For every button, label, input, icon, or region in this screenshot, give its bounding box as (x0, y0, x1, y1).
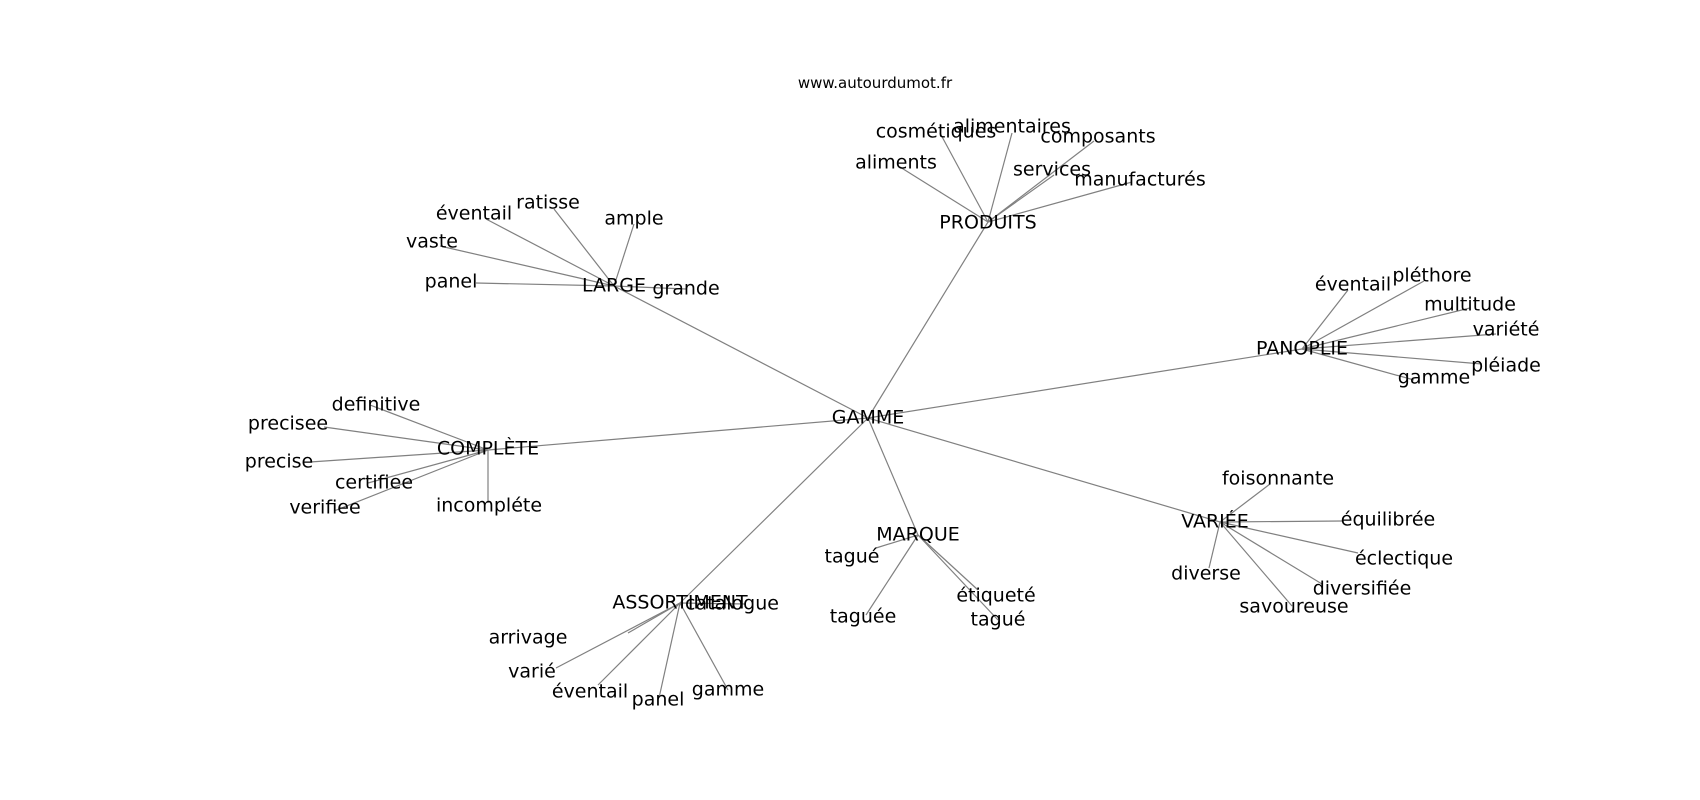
leaf-node-complete-precise[interactable]: precise (245, 451, 313, 473)
root-node-label[interactable]: GAMME (832, 407, 905, 429)
edge-panoplie-plethore (1301, 280, 1425, 350)
edge-large-ample (613, 223, 635, 287)
edge-variee-diversifiee (1219, 521, 1323, 585)
edge-root-complete (487, 417, 869, 451)
hub-node-marque[interactable]: MARQUE (876, 524, 959, 546)
edge-marque-taguee (865, 534, 919, 616)
leaf-node-variee-foisonnante[interactable]: foisonnante (1222, 468, 1334, 490)
edge-marque-tague (917, 534, 999, 621)
edge-complete-verifiee (333, 449, 489, 512)
edge-root-variee (867, 417, 1221, 523)
leaf-node-variee-savoureuse[interactable]: savoureuse (1239, 596, 1348, 618)
leaf-node-complete-precisee[interactable]: precisee (248, 413, 328, 435)
edge-assortiment-varie (555, 602, 681, 669)
leaf-node-variee-diversifiee[interactable]: diversifiée (1313, 578, 1412, 600)
leaf-node-variee-eclectique[interactable]: éclectique (1355, 548, 1453, 570)
leaf-node-marque-taguee[interactable]: taguée (830, 606, 897, 628)
edge-assortiment-gamme (679, 602, 729, 691)
edge-root-produits (867, 221, 989, 419)
labels-layer: GAMME PRODUITS cosmétiquesalimentairescomp… (245, 116, 1541, 711)
edge-variee-savoureuse (1219, 521, 1293, 607)
hub-node-panoplie[interactable]: PANOPLIE (1256, 338, 1348, 360)
edge-variee-eclectique (1219, 521, 1359, 554)
leaf-node-variee-diverse[interactable]: diverse (1171, 563, 1241, 585)
edge-panoplie-multitude (1301, 307, 1471, 350)
edge-variee-equilibree (1219, 520, 1343, 523)
leaf-node-marque-etiquete[interactable]: étiqueté (956, 585, 1035, 607)
edge-panoplie-eventail (1301, 289, 1349, 350)
leaf-node-panoplie-pleiade[interactable]: pléiade (1471, 355, 1541, 377)
edge-assortiment-eventail (597, 602, 681, 686)
hub-node-variee[interactable]: VARIÉE (1181, 510, 1249, 533)
edge-root-marque (867, 417, 919, 536)
edge-root-large (613, 285, 869, 419)
edge-produits-cosmetiques (939, 132, 989, 223)
edge-produits-alimentaires (987, 132, 1013, 223)
leaf-node-complete-certifiee[interactable]: certifiee (335, 472, 413, 494)
leaf-node-panoplie-multitude[interactable]: multitude (1424, 294, 1516, 316)
edge-panoplie-gamme (1301, 348, 1415, 381)
edge-complete-precisee (323, 426, 489, 451)
leaf-node-produits-alimentaires[interactable]: alimentaires (953, 116, 1071, 138)
leaf-node-assortiment-gamme[interactable]: gamme (692, 679, 764, 701)
edge-marque-etiquete (917, 534, 979, 591)
edge-produits-services (987, 174, 1055, 223)
edge-root-assortiment (679, 417, 869, 604)
edge-panoplie-variete (1301, 333, 1497, 350)
hub-node-large[interactable]: LARGE (582, 275, 646, 297)
leaf-node-produits-composants[interactable]: composants (1040, 126, 1155, 148)
leaf-node-marque-tague[interactable]: tagué (971, 609, 1026, 631)
leaf-node-produits-aliments[interactable]: aliments (855, 152, 937, 174)
leaf-node-large-eventail[interactable]: éventail (436, 203, 512, 225)
edge-marque-tague (875, 534, 919, 549)
edge-produits-aliments (899, 166, 989, 223)
source-url: www.autourdumot.fr (798, 74, 953, 92)
leaf-node-assortiment-eventail[interactable]: éventail (552, 681, 628, 703)
leaf-node-assortiment-panel[interactable]: panel (632, 689, 685, 711)
leaf-node-produits-manufactures[interactable]: manufacturés (1074, 169, 1206, 191)
leaf-node-large-ample[interactable]: ample (604, 208, 663, 230)
edge-root-panoplie (867, 348, 1303, 419)
edge-panoplie-pleiade (1301, 348, 1483, 365)
leaf-node-complete-incomplete[interactable]: incompléte (436, 495, 542, 517)
leaf-node-complete-definitive[interactable]: definitive (332, 394, 421, 416)
leaf-node-produits-cosmetiques[interactable]: cosmétiques (876, 121, 997, 143)
edge-variee-foisonnante (1219, 483, 1271, 523)
leaf-node-large-panel[interactable]: panel (425, 271, 478, 293)
leaf-node-large-vaste[interactable]: vaste (406, 231, 458, 253)
edge-produits-manufactures (987, 181, 1133, 223)
leaf-node-large-grande[interactable]: grande (652, 278, 719, 300)
edge-complete-precise (309, 449, 489, 463)
leaf-node-assortiment-arrivage[interactable]: arrivage (489, 627, 568, 649)
leaf-node-large-ratisse[interactable]: ratisse (516, 192, 580, 214)
leaf-node-panoplie-gamme[interactable]: gamme (1398, 367, 1470, 389)
edge-complete-certifiee (367, 449, 489, 484)
edges-layer (309, 132, 1497, 699)
edge-assortiment-catalogue (679, 602, 747, 605)
edge-assortiment-panel (658, 602, 681, 699)
hub-node-assortiment[interactable]: ASSORTIMENT (612, 592, 748, 614)
edge-large-grande (613, 285, 687, 290)
edge-variee-diverse (1208, 521, 1221, 569)
edge-produits-composants (987, 140, 1095, 223)
edge-large-ratisse (553, 208, 615, 287)
leaf-node-complete-verifiee[interactable]: verifiee (289, 497, 360, 519)
leaf-node-panoplie-variete[interactable]: variété (1473, 319, 1540, 341)
leaf-node-variee-equilibree[interactable]: équilibrée (1341, 509, 1435, 531)
leaf-node-panoplie-eventail[interactable]: éventail (1315, 274, 1391, 296)
leaf-node-assortiment-varie[interactable]: varié (508, 661, 556, 683)
leaf-node-assortiment-catalogue[interactable]: catalogue (685, 593, 779, 615)
edge-complete-definitive (369, 404, 489, 451)
hub-node-produits[interactable]: PRODUITS (939, 212, 1036, 234)
leaf-node-produits-services[interactable]: services (1013, 159, 1091, 181)
leaf-node-panoplie-plethore[interactable]: pléthore (1392, 265, 1471, 287)
edge-large-vaste (439, 245, 615, 287)
leaf-node-marque-tague[interactable]: tagué (825, 546, 880, 568)
edge-large-panel (475, 282, 615, 287)
hub-node-complete[interactable]: COMPLÈTE (437, 437, 539, 460)
edge-large-eventail (485, 218, 615, 287)
